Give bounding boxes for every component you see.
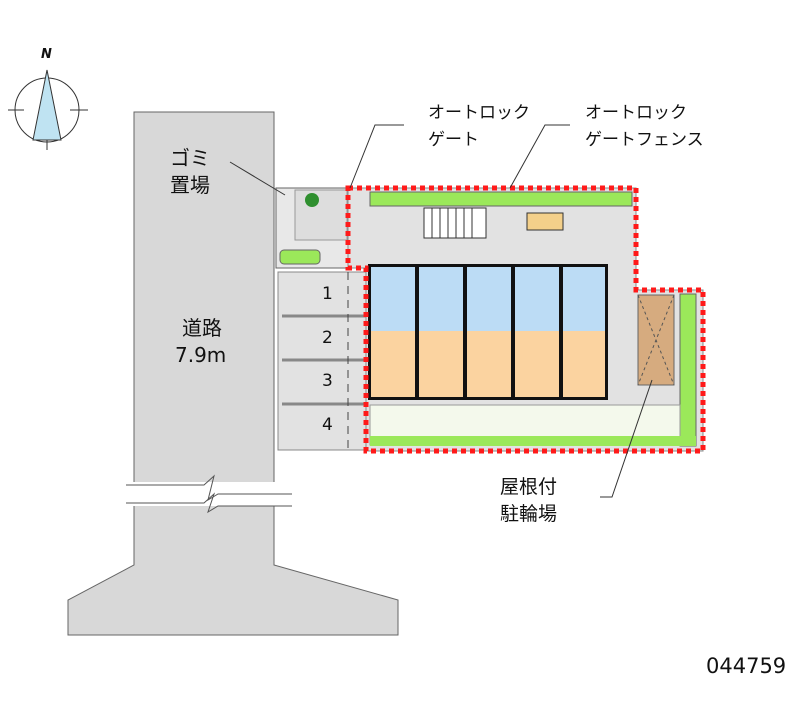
autolock-gate-label: オートロック <box>428 103 530 123</box>
road-break-mark <box>120 474 295 514</box>
meter-box <box>526 212 564 231</box>
parking-space-1: 1 <box>322 284 333 304</box>
garbage-label: ゴミ <box>170 146 210 170</box>
property-id: 044759 <box>706 654 786 678</box>
leader-line <box>509 124 570 189</box>
leader-line <box>349 124 404 189</box>
building <box>368 264 608 400</box>
parking-lot <box>277 271 367 451</box>
staircase <box>423 207 487 239</box>
leader-line <box>229 161 286 196</box>
tree-icon <box>305 193 319 207</box>
north-compass-icon <box>8 69 88 150</box>
planter <box>279 249 321 265</box>
bike-shed-label: 屋根付 <box>500 476 557 498</box>
parking-space-4: 4 <box>322 415 333 435</box>
hedge-east <box>679 293 697 447</box>
road-width-label: 7.9m <box>175 343 226 367</box>
autolock-fence-label-2: ゲートフェンス <box>585 130 704 150</box>
hedge-south <box>370 436 696 446</box>
parking-space-2: 2 <box>322 328 333 348</box>
tile-area <box>294 189 348 241</box>
garbage-label-2: 置場 <box>170 173 210 197</box>
hedge-north <box>369 191 633 207</box>
stairs-icon <box>431 208 473 238</box>
autolock-gate-label-2: ゲート <box>428 130 479 150</box>
road-label: 道路 <box>182 316 222 340</box>
leader-line <box>600 379 653 498</box>
north-label: N <box>41 47 52 62</box>
autolock-fence-label: オートロック <box>585 103 687 123</box>
bike-shed-label-2: 駐輪場 <box>500 503 557 525</box>
parking-space-3: 3 <box>322 371 333 391</box>
